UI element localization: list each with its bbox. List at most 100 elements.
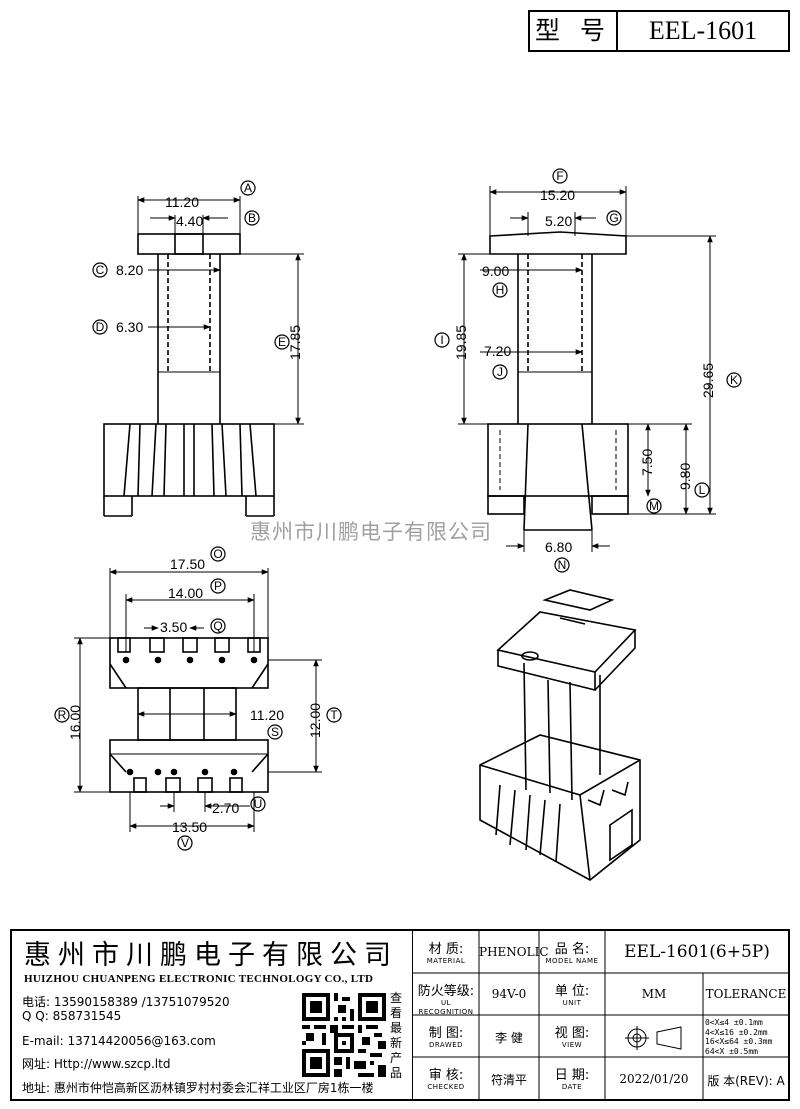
callout-Q: Q xyxy=(210,618,226,634)
callout-E: E xyxy=(274,334,290,350)
unit-label: 单 位: xyxy=(554,984,590,999)
svg-text:G: G xyxy=(609,211,618,225)
callout-S: S xyxy=(267,724,283,740)
callout-I: I xyxy=(434,332,450,348)
svg-text:K: K xyxy=(730,373,738,387)
dim-A-text: 11.20 xyxy=(165,194,199,210)
callout-K: K xyxy=(726,372,742,388)
tolerance-row: 64<X ±0.5mm xyxy=(705,1046,758,1056)
svg-text:U: U xyxy=(254,797,263,811)
revision-label: 版 本(REV): A xyxy=(707,1074,785,1088)
company-email: E-mail: 13714420056@163.com xyxy=(22,1034,216,1048)
watermark-text: 惠州市川鹏电子有限公司 xyxy=(250,520,492,544)
svg-text:H: H xyxy=(496,283,505,297)
svg-text:R: R xyxy=(58,708,67,722)
callout-B: B xyxy=(244,210,260,226)
dim-C-text: 8.20 xyxy=(116,262,143,278)
company-website: 网址: Http://www.szcp.ltd xyxy=(22,1057,171,1071)
svg-text:V: V xyxy=(181,836,189,850)
svg-text:C: C xyxy=(96,263,105,277)
model-name-label-en: MODEL NAME xyxy=(545,957,599,965)
date-value: 2022/01/20 xyxy=(619,1072,689,1086)
dim-P-text: 14.00 xyxy=(168,585,203,601)
date-label-en: DATE xyxy=(561,1083,583,1091)
dim-N-text: 6.80 xyxy=(545,539,572,555)
svg-text:L: L xyxy=(699,483,706,497)
spec-grid: 材 质:MATERIAL PHENOLIC 品 名:MODEL NAME EEL… xyxy=(412,931,789,1099)
callout-T: T xyxy=(326,707,342,723)
qr-code-icon xyxy=(302,993,386,1077)
unit-value: MM xyxy=(641,987,667,1001)
callout-L: L xyxy=(694,482,710,498)
dim-F-text: 15.20 xyxy=(540,187,575,203)
flame-label-en: UL RECOGNITION xyxy=(418,999,474,1016)
dim-G-text: 5.20 xyxy=(545,213,572,229)
dim-E-text: 17.85 xyxy=(287,325,303,360)
company-name-cn: 惠州市川鹏电子有限公司 xyxy=(24,940,398,971)
side-view xyxy=(458,186,716,552)
drawn-value: 李 健 xyxy=(495,1031,523,1045)
dim-B-text: 4.40 xyxy=(176,213,203,229)
isometric-view xyxy=(479,589,641,881)
unit-label-en: UNIT xyxy=(562,999,582,1007)
svg-text:D: D xyxy=(96,320,105,334)
spec-grid-lines xyxy=(413,931,789,1099)
view-label: 视 图: xyxy=(554,1026,590,1041)
svg-text:T: T xyxy=(330,708,338,722)
svg-text:Q: Q xyxy=(213,619,222,633)
callout-U: U xyxy=(250,796,266,812)
drawn-label-en: DRAWED xyxy=(428,1041,464,1049)
tolerance-row: 16<X≤64 ±0.3mm xyxy=(705,1037,773,1046)
callout-H: H xyxy=(492,282,508,298)
svg-text:A: A xyxy=(244,181,252,195)
callout-R: R xyxy=(54,707,70,723)
tolerance-row: 4<X≤16 ±0.2mm xyxy=(705,1027,768,1037)
svg-text:N: N xyxy=(558,558,567,572)
dim-V-text: 13.50 xyxy=(172,819,207,835)
callout-M: M xyxy=(646,498,662,514)
callout-G: G xyxy=(606,210,622,226)
flame-label: 防火等级: xyxy=(417,984,475,999)
dim-K-text: 29.65 xyxy=(700,363,716,398)
company-address: 地址: 惠州市仲恺高新区沥林镇罗村村委会汇祥工业区厂房1栋一楼 xyxy=(22,1081,374,1095)
svg-text:B: B xyxy=(248,211,256,225)
callout-F: F xyxy=(552,168,568,184)
dim-M-text: 7.50 xyxy=(639,449,655,476)
material-value: PHENOLIC xyxy=(479,945,549,959)
flame-value: 94V-0 xyxy=(491,987,527,1001)
dim-L-text: 9.80 xyxy=(677,463,693,490)
bottom-view xyxy=(74,568,322,832)
svg-text:S: S xyxy=(271,725,279,739)
date-label: 日 期: xyxy=(554,1068,590,1083)
tolerance-row: 0<X≤4 ±0.1mm xyxy=(705,1018,763,1027)
model-title-block: 型 号 EEL-1601 xyxy=(528,10,790,52)
drawn-label: 制 图: xyxy=(428,1026,464,1041)
company-name-en: HUIZHOU CHUANPENG ELECTRONIC TECHNOLOGY … xyxy=(24,973,374,985)
qr-caption: 查看最新产品 xyxy=(390,991,403,1080)
model-label: 型 号 xyxy=(530,12,618,50)
svg-text:F: F xyxy=(556,169,563,183)
front-view xyxy=(103,196,304,517)
material-label: 材 质: xyxy=(428,942,464,957)
dim-R-text: 16.00 xyxy=(67,705,83,740)
model-name-value: EEL-1601(6+5P) xyxy=(624,942,770,962)
dim-T-text: 12.00 xyxy=(307,703,323,738)
tolerance-table: 0<X≤4 ±0.1mm 4<X≤16 ±0.2mm 16<X≤64 ±0.3m… xyxy=(705,1018,789,1056)
callout-C: C xyxy=(92,262,108,278)
callout-J: J xyxy=(492,364,508,380)
callout-D: D xyxy=(92,319,108,335)
svg-text:O: O xyxy=(213,547,222,561)
svg-text:E: E xyxy=(278,335,286,349)
dim-S-text: 11.20 xyxy=(250,707,284,723)
dim-H-text: 9.00 xyxy=(482,263,509,279)
view-label-en: VIEW xyxy=(561,1041,583,1049)
dim-I-text: 19.85 xyxy=(453,325,469,360)
dim-O-text: 17.50 xyxy=(170,556,205,572)
company-phone: 电话: 13590158389 /13751079520 xyxy=(22,995,230,1009)
svg-text:P: P xyxy=(214,579,222,593)
checked-label-en: CHECKED xyxy=(427,1083,465,1091)
model-number: EEL-1601 xyxy=(648,16,758,45)
model-name-label: 品 名: xyxy=(554,942,590,957)
tolerance-label: TOLERANCE xyxy=(705,987,787,1001)
